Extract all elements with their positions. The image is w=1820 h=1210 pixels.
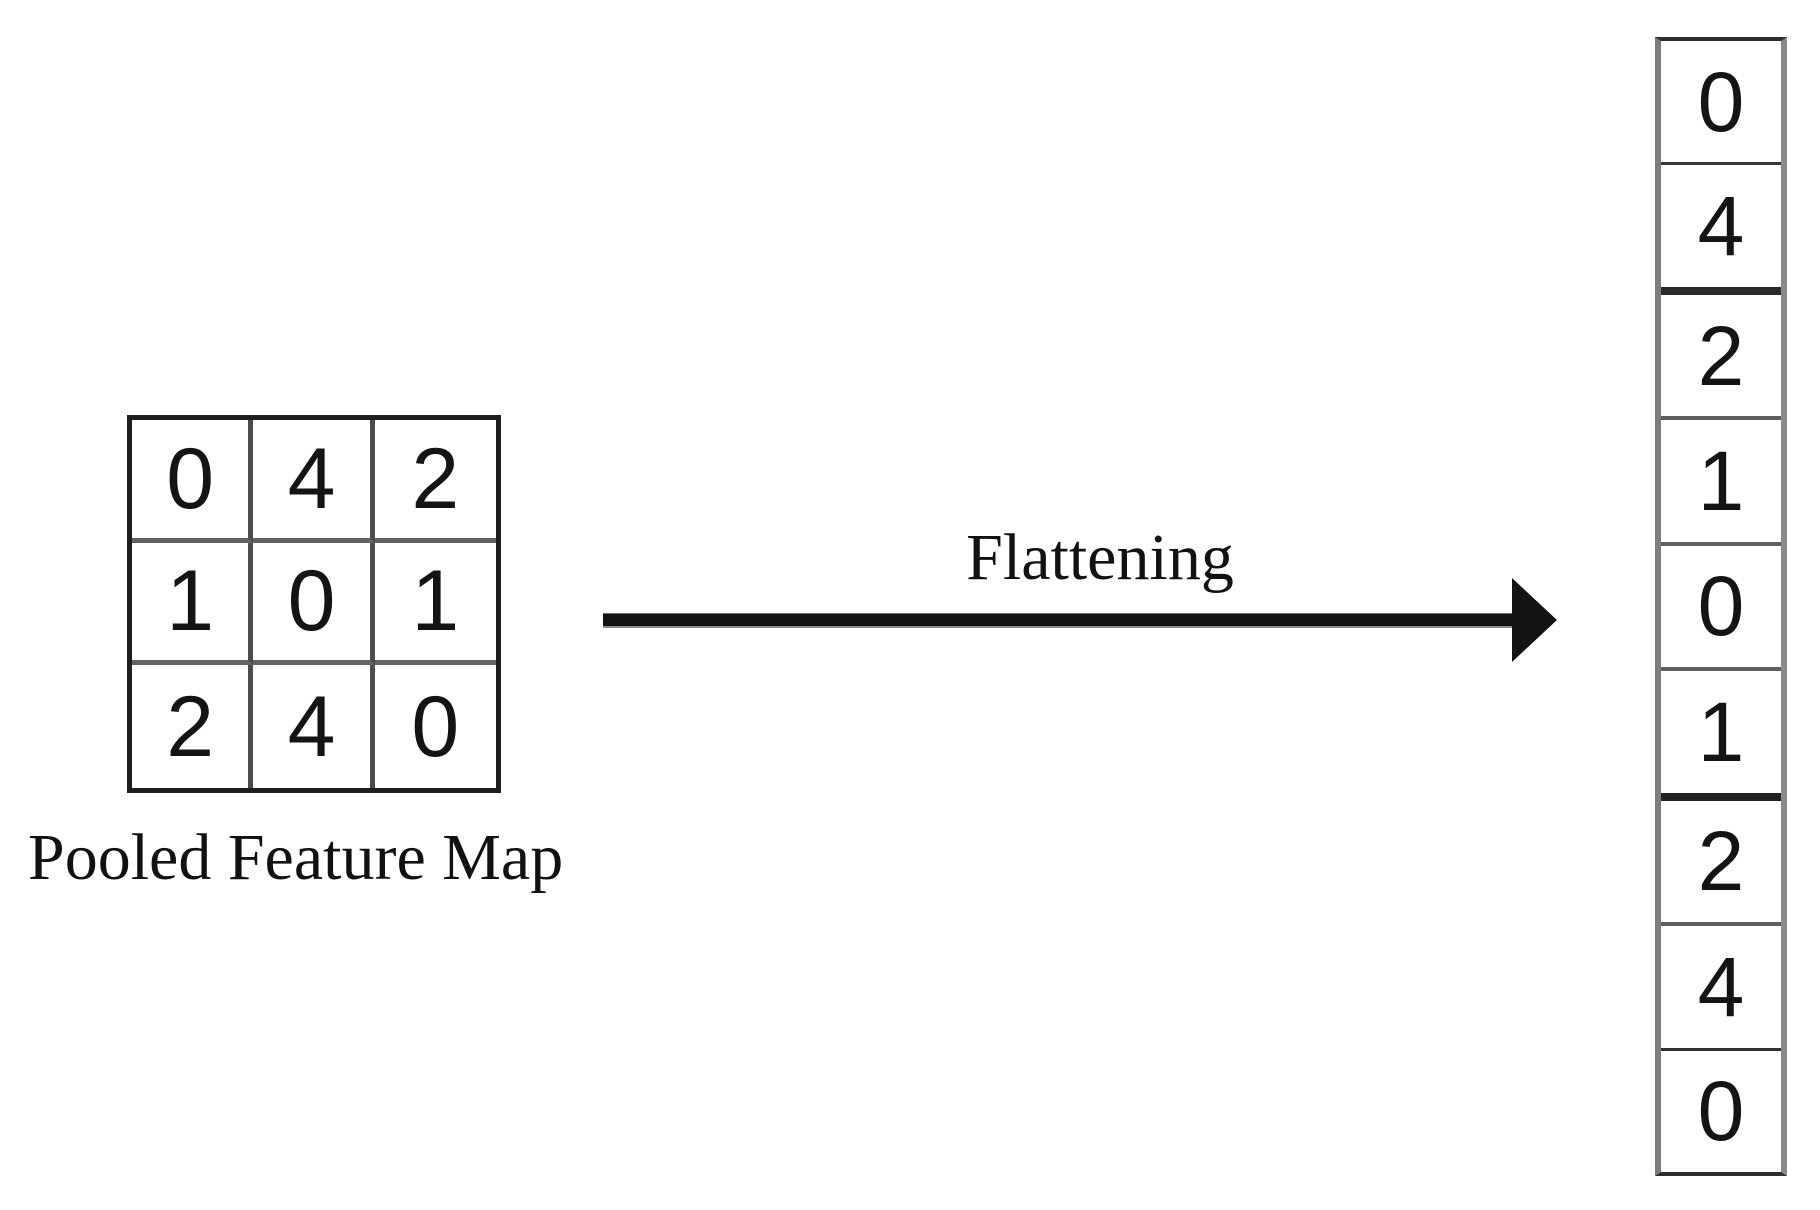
vector-cell: 0	[1661, 546, 1781, 672]
vector-cell: 2	[1661, 295, 1781, 421]
vector-cell: 0	[1697, 1064, 1745, 1159]
grid-cell: 1	[132, 542, 254, 666]
grid-cell: 4	[253, 665, 375, 788]
vector-cell: 0	[1661, 41, 1781, 166]
grid-cell: 4	[253, 420, 375, 543]
grid-cell: 2	[374, 420, 496, 543]
flattening-label: Flattening	[966, 521, 1234, 594]
flattening-arrow-shaft	[603, 614, 1515, 626]
pooled-feature-map-label: Pooled Feature Map	[28, 821, 564, 894]
grid-cell: 0	[253, 542, 375, 666]
vector-cell: 4	[1661, 165, 1781, 295]
grid-cell: 2	[132, 665, 254, 788]
vector-cell: 1	[1661, 671, 1781, 801]
pooled-feature-map-grid: 0 4 2 1 0 1 2 4 0	[127, 415, 501, 793]
vector-cell: 2	[1661, 801, 1781, 927]
vector-cell: 1	[1661, 420, 1781, 546]
grid-cell: 0	[132, 420, 254, 543]
flattened-vector: 0 4 2 1 0 1 2 4 0	[1655, 37, 1787, 1176]
grid-cell: 1	[374, 543, 496, 666]
vector-cell: 4	[1661, 926, 1781, 1051]
flattening-arrow-head-icon	[1512, 578, 1557, 662]
grid-cell: 0	[411, 678, 460, 775]
